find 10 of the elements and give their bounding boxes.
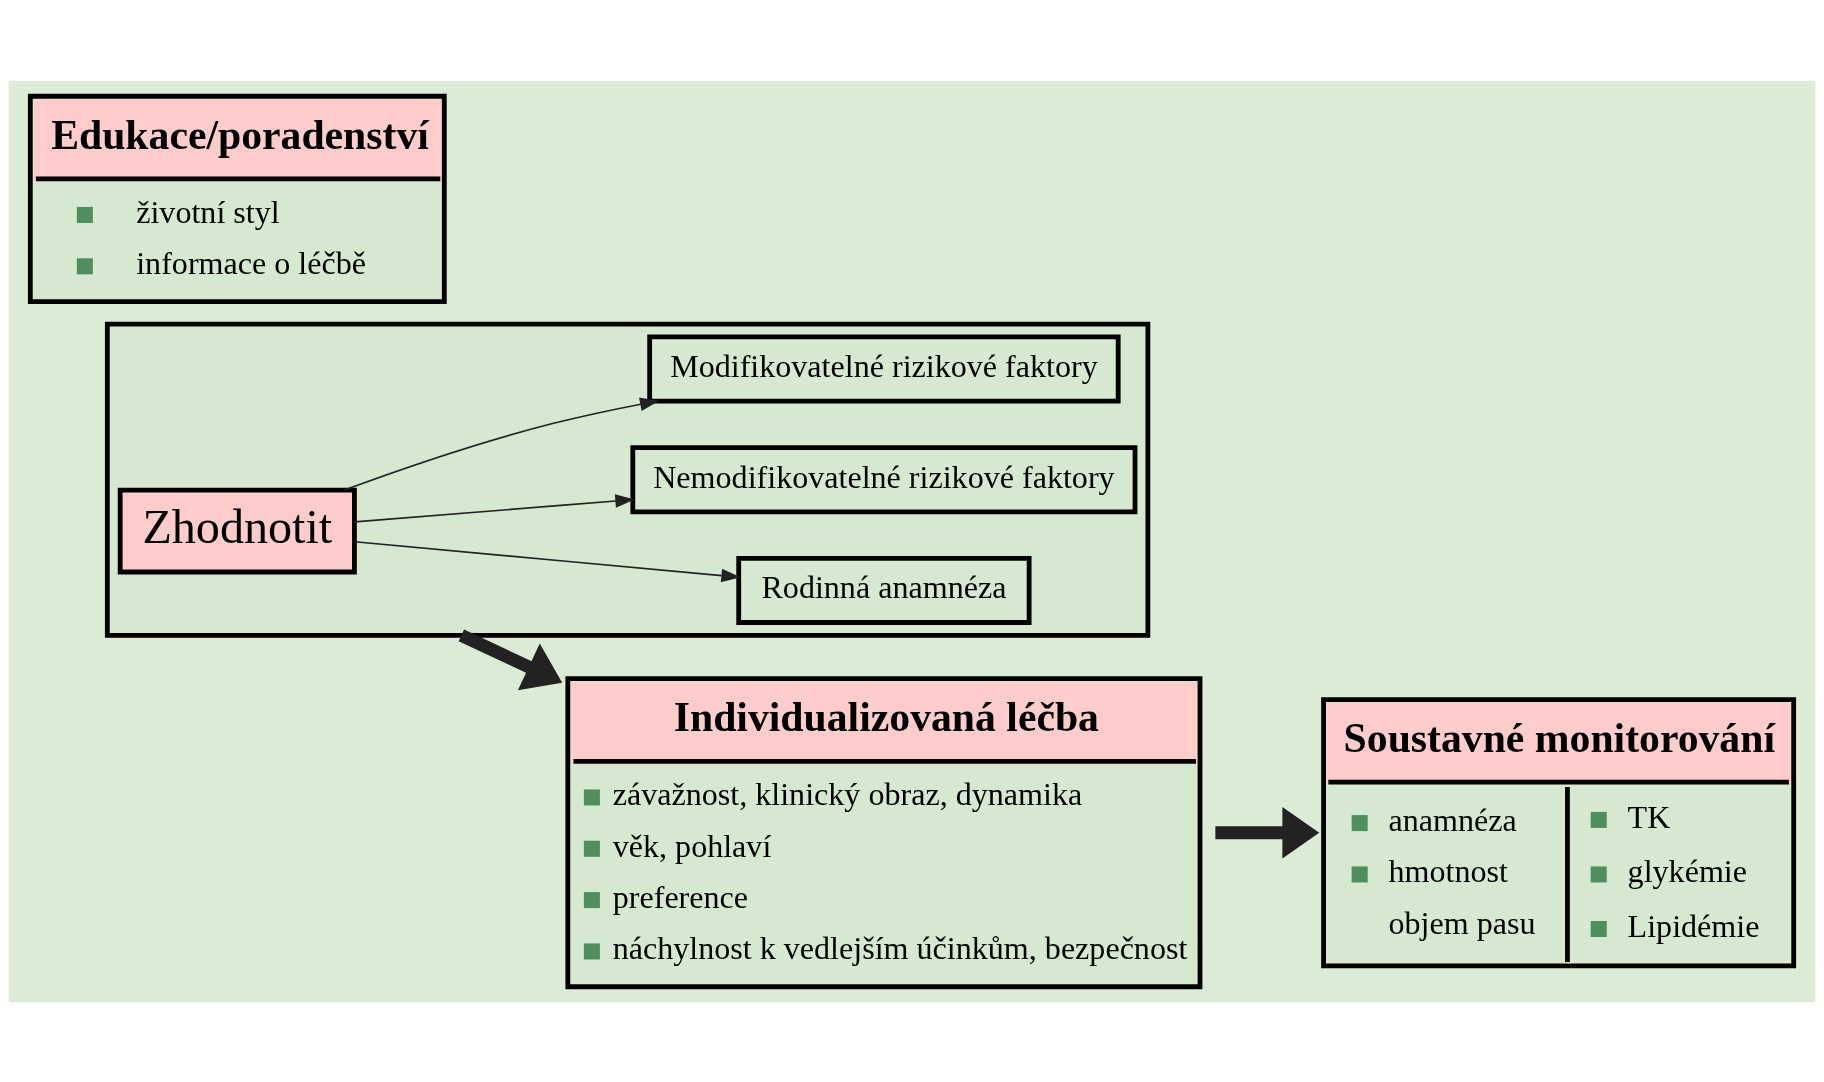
node-box: Modifikovatelné rizikové faktory xyxy=(647,334,1121,403)
arrow xyxy=(353,540,741,582)
arrow xyxy=(458,629,563,690)
node-box: Zhodnotit xyxy=(117,487,357,574)
arrow xyxy=(1215,806,1320,859)
cluster xyxy=(104,321,1151,638)
arrow xyxy=(343,397,660,491)
node-box: Nemodifikovatelné rizikové faktory xyxy=(630,444,1138,514)
arrow xyxy=(353,493,635,523)
node-box: Rodinná anamnéza xyxy=(736,555,1032,625)
